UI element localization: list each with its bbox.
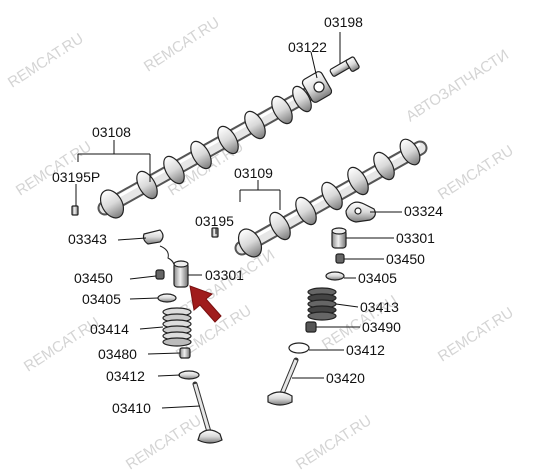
rocker-arm-03343	[142, 229, 175, 271]
label-03480: 03480	[98, 346, 137, 362]
label-03413: 03413	[360, 299, 399, 315]
spring-seat-03412-right	[288, 342, 310, 354]
label-03420: 03420	[326, 370, 365, 386]
valve-spring-03414	[162, 307, 192, 347]
label-03450-left: 03450	[74, 270, 113, 286]
valve-keeper-03450-left	[155, 269, 165, 280]
label-03412-right: 03412	[346, 342, 385, 358]
spring-retainer-03405-left	[157, 293, 177, 303]
valve-spring-03413	[307, 287, 337, 321]
part-03324	[345, 201, 376, 223]
label-03122: 03122	[288, 39, 327, 55]
spring-seat-03412-left	[178, 370, 200, 380]
label-03301-right: 03301	[396, 230, 435, 246]
label-03108: 03108	[92, 124, 131, 140]
label-03324: 03324	[404, 203, 443, 219]
label-03490: 03490	[362, 319, 401, 335]
label-03343: 03343	[68, 231, 107, 247]
dowel-pin-03195	[211, 227, 219, 238]
camshaft-lower	[234, 138, 428, 258]
watermark: REMCAT.RU	[293, 412, 375, 473]
dowel-pin-03195p	[71, 205, 79, 216]
cam-sprocket-03122	[301, 71, 333, 103]
label-03450-right: 03450	[386, 251, 425, 267]
watermark: REMCAT.RU	[435, 142, 517, 203]
leader-lines	[75, 32, 402, 409]
label-03195p: 03195P	[52, 169, 100, 185]
label-03109: 03109	[234, 165, 273, 181]
label-03301-left: 03301	[205, 267, 244, 283]
part-labels: 03198 03122 03108 03195P 03109 03195 033…	[52, 14, 443, 416]
exhaust-valve-03420	[267, 357, 299, 406]
label-03412-left: 03412	[106, 368, 145, 384]
label-03198: 03198	[324, 14, 363, 30]
bolt-03198	[329, 56, 360, 77]
lifter-03301-right	[331, 227, 347, 249]
watermark: АВТОЗАПЧАСТИ	[403, 46, 512, 125]
label-03410: 03410	[112, 400, 151, 416]
valve-stem-seal-03490	[305, 321, 317, 333]
watermark: REMCAT.RU	[435, 304, 517, 365]
valve-keeper-03450-right	[335, 253, 345, 264]
label-03195: 03195	[195, 213, 234, 229]
valve-stem-seal-03480	[179, 347, 191, 359]
label-03405-right: 03405	[358, 270, 397, 286]
label-03405-left: 03405	[82, 291, 121, 307]
label-03414: 03414	[90, 321, 129, 337]
intake-valve-03410	[192, 381, 223, 444]
lifter-03301-left	[173, 260, 189, 288]
watermark: REMCAT.RU	[141, 14, 223, 75]
spring-retainer-03405-right	[325, 271, 345, 281]
camshaft-upper	[97, 84, 320, 219]
watermark: REMCAT.RU	[123, 412, 205, 473]
indicator-arrow	[189, 285, 222, 323]
watermark: REMCAT.RU	[5, 30, 87, 91]
